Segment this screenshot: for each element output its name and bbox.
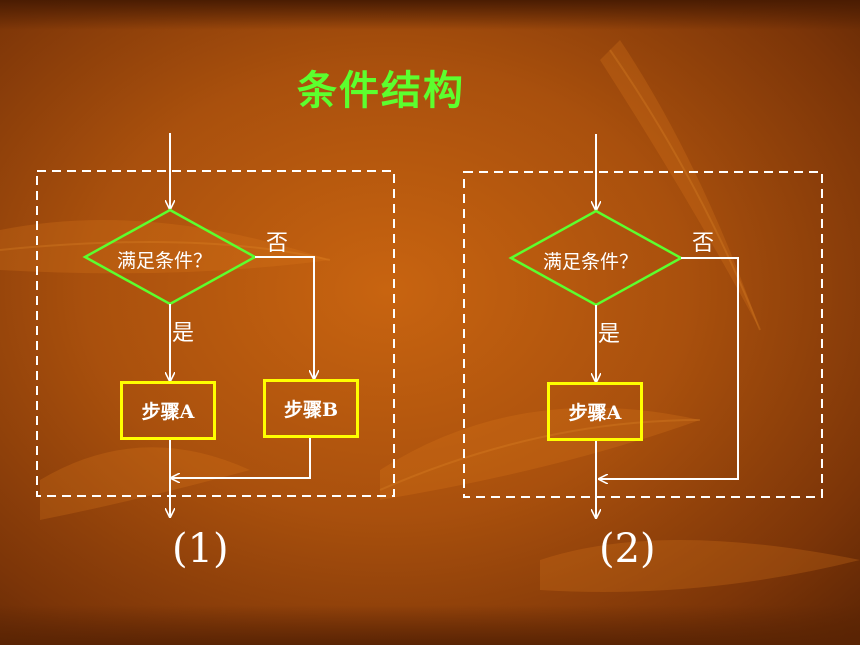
diagram2-dashed-frame — [463, 171, 823, 498]
diagram2-step-a-box: 步骤A — [547, 382, 643, 441]
diagram1-no-path — [255, 256, 314, 378]
diagram1-no-label: 否 — [266, 231, 289, 256]
diagram1-step-b-box: 步骤B — [263, 379, 359, 438]
diagram1-merge-line — [172, 438, 311, 478]
diagram2-no-path — [600, 257, 739, 479]
page-title: 条件结构 — [297, 68, 465, 114]
diagram2-caption: (2) — [599, 526, 656, 572]
diagram1-step-a-box: 步骤A — [120, 381, 216, 440]
diagram2-condition-text: 满足条件？ — [543, 251, 639, 273]
diagram2-yes-label: 是 — [598, 322, 621, 347]
diagram2-no-label: 否 — [692, 231, 715, 256]
diagram1-caption: (1) — [172, 526, 229, 572]
diagram1-dashed-frame — [36, 170, 395, 497]
background-top-shade — [0, 0, 860, 30]
diagram1-yes-label: 是 — [172, 321, 195, 346]
diagram1-condition-text: 满足条件？ — [117, 250, 213, 272]
background-bottom-shade — [0, 605, 860, 645]
